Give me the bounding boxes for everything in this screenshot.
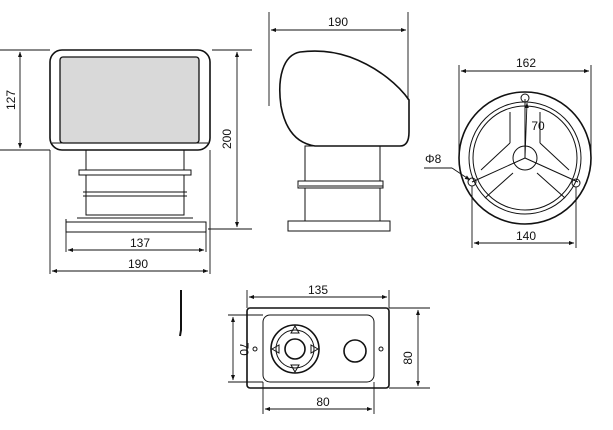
panel-screw-right [378,346,384,352]
side-column [304,187,381,222]
dpad-up-icon[interactable] [290,324,300,334]
mount-hole-top [520,93,530,103]
dim-front-total-width: 190 [128,257,148,271]
front-lens [59,56,200,144]
dim-panel-width: 135 [308,283,328,297]
dpad-right-icon[interactable] [310,344,320,354]
panel-screw-left [252,346,258,352]
dim-panel-height-inner: 70 [237,342,251,356]
dim-panel-height-outer: 80 [401,351,415,365]
dpad[interactable] [270,324,320,374]
side-neck [304,145,381,182]
dim-side-width: 190 [328,15,348,29]
dim-front-base-width: 137 [130,236,150,250]
dpad-down-icon[interactable] [290,364,300,374]
stray-mark [179,290,182,337]
side-head-housing [279,50,410,147]
dim-front-height-total: 200 [220,129,234,149]
dim-top-hole-diameter: Φ8 [425,152,442,166]
dim-front-height-upper: 127 [4,90,18,110]
front-neck [85,149,185,171]
control-panel-view: 135 70 80 80 [228,283,430,414]
front-column [85,174,185,216]
dim-top-inner-radius: 70 [531,119,545,133]
side-view: 190 [268,12,410,232]
panel-outer-plate [246,307,390,389]
dim-top-outer-width: 162 [516,56,536,70]
panel-inner-face [262,314,375,383]
front-base [65,221,207,233]
dpad-left-icon[interactable] [270,344,280,354]
top-view: 70 Φ8 162 140 [424,56,592,248]
front-view: 127 200 137 190 [0,49,252,274]
panel-power-button[interactable] [343,339,367,363]
dim-panel-inner-width: 80 [316,395,330,409]
dpad-center-button[interactable] [284,338,306,360]
dim-top-hole-spacing: 140 [516,229,536,243]
side-base [287,220,391,232]
